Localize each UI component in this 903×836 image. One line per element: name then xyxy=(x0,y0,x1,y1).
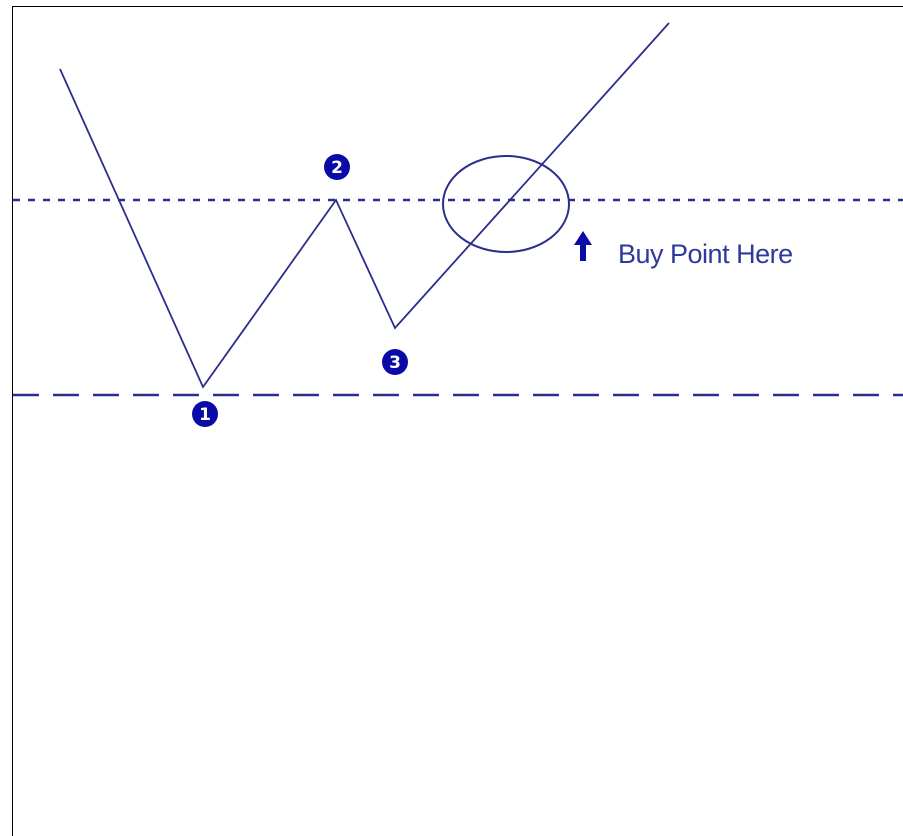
marker-1: 1 xyxy=(192,401,218,427)
diagram-frame: 1 2 3 xyxy=(12,6,903,836)
marker-3: 3 xyxy=(382,349,408,375)
marker-3-label: 3 xyxy=(389,353,401,373)
breakout-circle xyxy=(442,155,570,253)
marker-2-label: 2 xyxy=(331,158,343,178)
buy-point-label: Buy Point Here xyxy=(618,239,793,269)
double-bottom-diagram: 1 2 3 xyxy=(13,22,903,427)
marker-2: 2 xyxy=(324,154,350,180)
marker-1-label: 1 xyxy=(199,405,211,425)
up-arrow-icon xyxy=(574,231,592,261)
price-path xyxy=(59,22,670,389)
